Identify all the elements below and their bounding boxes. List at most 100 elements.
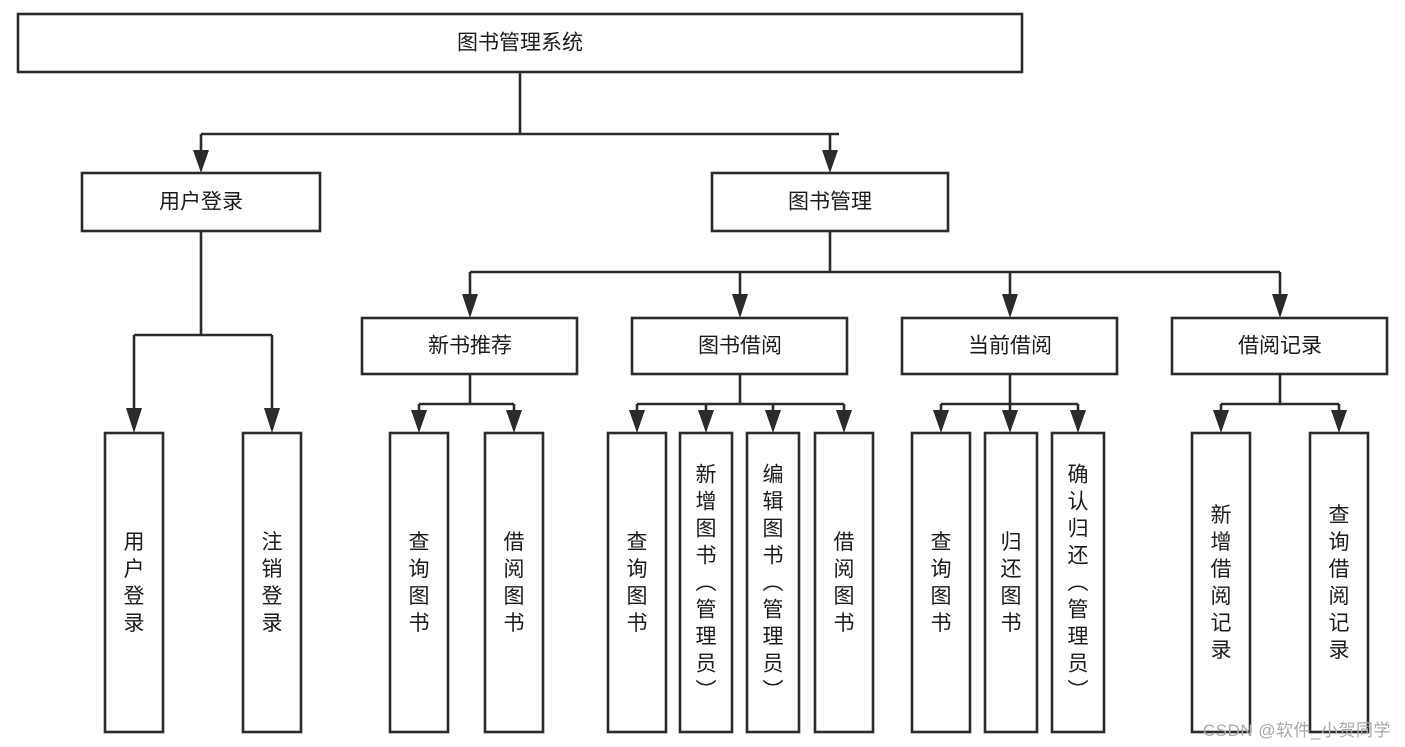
node-book-manage[interactable]: 图书管理	[710, 171, 950, 233]
arrow-to-query-book-1	[411, 410, 427, 433]
svg-text:增: 增	[696, 491, 717, 514]
svg-text:︶: ︶	[763, 680, 784, 703]
arrow-to-add-book-admin	[698, 410, 714, 433]
svg-text:询: 询	[1329, 531, 1350, 554]
node-new-book-recommend-label: 新书推荐	[428, 335, 512, 358]
connector-layer	[126, 72, 1347, 433]
arrow-to-edit-book-admin	[765, 410, 781, 433]
svg-text:新: 新	[1211, 504, 1232, 527]
svg-text:借: 借	[504, 531, 525, 554]
svg-text:图: 图	[1001, 585, 1022, 608]
arrow-to-return-book	[1002, 410, 1018, 433]
arrow-to-borrow-book-1	[506, 410, 522, 433]
svg-text:管: 管	[1068, 599, 1089, 622]
svg-text:查: 查	[931, 531, 952, 554]
node-current-borrow-label: 当前借阅	[968, 335, 1052, 358]
svg-text:录: 录	[1211, 639, 1232, 662]
arrow-to-borrow-records	[1272, 294, 1288, 318]
svg-text:记: 记	[1211, 612, 1232, 635]
node-user-login[interactable]: 用户登录	[80, 171, 322, 233]
svg-text:还: 还	[1001, 558, 1022, 581]
svg-text:管: 管	[763, 599, 784, 622]
svg-text:书: 书	[504, 612, 525, 635]
svg-text:销: 销	[262, 558, 283, 581]
svg-text:书: 书	[409, 612, 430, 635]
edge-current-borrow-trunk	[939, 374, 1080, 412]
arrow-to-user-login	[193, 150, 209, 173]
svg-text:用: 用	[124, 531, 145, 554]
node-root[interactable]: 图书管理系统	[16, 12, 1024, 74]
svg-text:借: 借	[1211, 558, 1232, 581]
svg-text:书: 书	[696, 545, 717, 568]
svg-text:︵: ︵	[763, 572, 784, 595]
svg-text:注: 注	[262, 531, 283, 554]
node-borrow-records[interactable]: 借阅记录	[1170, 316, 1389, 376]
svg-text:询: 询	[931, 558, 952, 581]
node-book-borrow[interactable]: 图书借阅	[630, 316, 849, 376]
arrow-to-book-manage	[822, 150, 838, 173]
node-user-login-label: 用户登录	[159, 191, 243, 214]
svg-text:登: 登	[124, 585, 145, 608]
svg-text:书: 书	[1001, 612, 1022, 635]
node-new-book-recommend[interactable]: 新书推荐	[360, 316, 579, 376]
svg-text:︶: ︶	[696, 680, 717, 703]
svg-text:阅: 阅	[1211, 585, 1232, 608]
svg-text:︵: ︵	[1068, 572, 1089, 595]
svg-text:理: 理	[1068, 626, 1089, 649]
arrow-to-book-borrow	[732, 294, 748, 318]
svg-text:管: 管	[696, 599, 717, 622]
edge-root-trunk	[199, 72, 839, 152]
svg-text:录: 录	[1329, 639, 1350, 662]
svg-text:︶: ︶	[1068, 680, 1089, 703]
svg-text:阅: 阅	[834, 558, 855, 581]
arrow-to-add-borrow-record	[1213, 410, 1229, 433]
edge-book-manage-trunk	[468, 231, 1282, 296]
arrow-to-borrow-book-2	[836, 410, 852, 433]
svg-text:查: 查	[409, 531, 430, 554]
node-layer: 图书管理系统 用户登录 图书管理 新书推荐 图书借阅	[16, 12, 1389, 734]
node-user-login-leaf-label: 用户登录	[124, 531, 145, 635]
arrow-to-new-book-recommend	[462, 294, 478, 318]
svg-text:图: 图	[696, 518, 717, 541]
edge-new-book-recommend-trunk	[417, 374, 516, 412]
svg-text:借: 借	[1329, 558, 1350, 581]
svg-text:理: 理	[763, 626, 784, 649]
edge-borrow-records-trunk	[1219, 374, 1341, 412]
svg-text:图: 图	[834, 585, 855, 608]
svg-text:阅: 阅	[1329, 585, 1350, 608]
arrow-to-query-borrow-record	[1331, 410, 1347, 433]
svg-text:︵: ︵	[696, 572, 717, 595]
csdn-watermark: CSDN @软件_小贺同学	[1202, 721, 1391, 740]
node-user-login-leaf[interactable]: 用户登录	[103, 431, 165, 734]
svg-text:查: 查	[627, 531, 648, 554]
svg-text:辑: 辑	[763, 491, 784, 514]
node-current-borrow[interactable]: 当前借阅	[900, 316, 1119, 376]
node-book-borrow-label: 图书借阅	[698, 335, 782, 358]
svg-text:书: 书	[627, 612, 648, 635]
svg-text:录: 录	[262, 612, 283, 635]
svg-text:员: 员	[1068, 653, 1089, 676]
arrow-to-query-book-2	[629, 410, 645, 433]
